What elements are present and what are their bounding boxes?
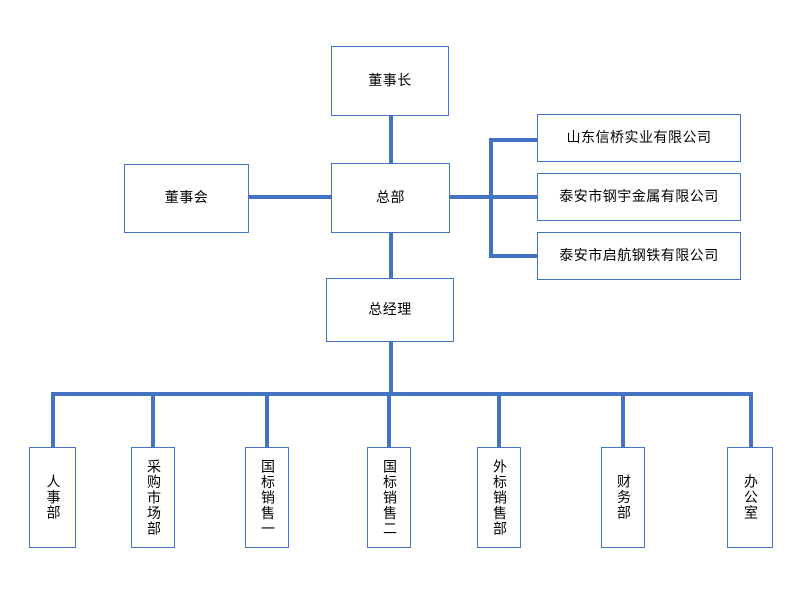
node-subsidiary-3-label: 泰安市启航钢铁有限公司 — [559, 247, 719, 264]
connector-drop-department-4 — [387, 392, 391, 448]
node-board-of-directors-label: 董事会 — [164, 190, 209, 207]
connector-chairman-to-headquarters — [389, 115, 393, 165]
connector-drop-department-3 — [265, 392, 269, 448]
node-department-2[interactable]: 采购市场部 — [131, 447, 175, 548]
node-department-5-label: 外标销售部 — [491, 458, 507, 537]
node-headquarters[interactable]: 总部 — [331, 163, 450, 233]
connector-subsidiary-branch-3 — [489, 254, 539, 258]
node-general-manager[interactable]: 总经理 — [326, 278, 454, 342]
connector-subsidiary-trunk — [489, 140, 493, 258]
connector-drop-department-6 — [621, 392, 625, 448]
node-general-manager-label: 总经理 — [368, 301, 412, 318]
connector-drop-department-2 — [151, 392, 155, 448]
node-department-6-label: 财务部 — [615, 474, 631, 521]
node-board-of-directors[interactable]: 董事会 — [124, 164, 249, 233]
node-department-2-label: 采购市场部 — [145, 458, 161, 537]
node-headquarters-label: 总部 — [376, 189, 405, 206]
node-chairman[interactable]: 董事长 — [331, 46, 449, 116]
node-department-6[interactable]: 财务部 — [601, 447, 645, 548]
node-subsidiary-3[interactable]: 泰安市启航钢铁有限公司 — [537, 232, 741, 280]
node-subsidiary-1[interactable]: 山东信桥实业有限公司 — [537, 114, 741, 162]
connector-headquarters-to-general-manager — [389, 230, 393, 280]
connector-drop-department-5 — [497, 392, 501, 448]
connector-drop-department-1 — [51, 392, 55, 448]
node-subsidiary-2[interactable]: 泰安市钢宇金属有限公司 — [537, 173, 741, 221]
node-subsidiary-1-label: 山东信桥实业有限公司 — [566, 129, 712, 146]
node-department-7[interactable]: 办公室 — [727, 447, 773, 548]
connector-subsidiary-branch-1 — [489, 138, 539, 142]
connector-subsidiary-branch-2 — [489, 195, 539, 199]
node-department-5[interactable]: 外标销售部 — [477, 447, 521, 548]
node-department-4-label: 国标销售二 — [381, 458, 397, 537]
connector-headquarters-to-subsidiary-trunk — [448, 195, 493, 199]
node-department-3-label: 国标销售一 — [259, 458, 275, 537]
node-department-1[interactable]: 人事部 — [29, 447, 76, 548]
connector-general-manager-to-bus — [389, 340, 393, 396]
node-department-3[interactable]: 国标销售一 — [245, 447, 289, 548]
node-department-1-label: 人事部 — [44, 474, 61, 521]
node-subsidiary-2-label: 泰安市钢宇金属有限公司 — [559, 188, 719, 205]
connector-department-bus — [51, 392, 751, 396]
connector-drop-department-7 — [749, 392, 753, 448]
node-department-7-label: 办公室 — [742, 474, 758, 521]
node-department-4[interactable]: 国标销售二 — [367, 447, 411, 548]
connector-board-to-headquarters — [248, 195, 333, 199]
node-chairman-label: 董事长 — [368, 72, 412, 89]
